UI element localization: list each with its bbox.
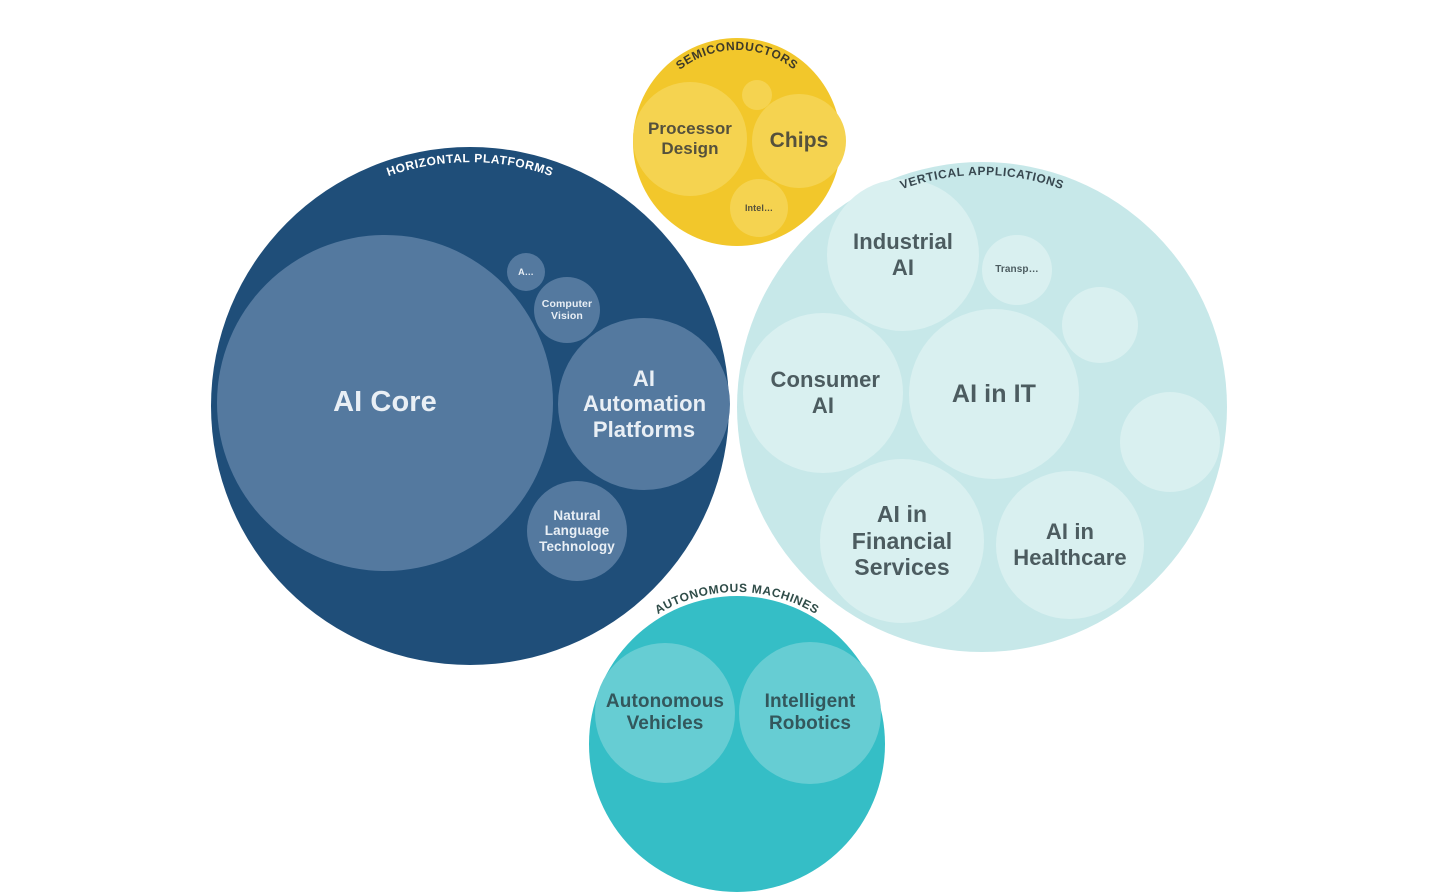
bubble-autonomous-vehicles[interactable]: Autonomous Vehicles: [595, 643, 735, 783]
bubble-label: AI in Healthcare: [1013, 519, 1127, 570]
bubble-computer-vision[interactable]: Computer Vision: [534, 277, 600, 343]
bubble-ai-in-healthcare[interactable]: AI in Healthcare: [996, 471, 1144, 619]
bubble-label: Industrial AI: [852, 229, 953, 280]
bubble-processor-design[interactable]: Processor Design: [633, 82, 747, 196]
bubble-intelligent-robotics[interactable]: Intelligent Robotics: [739, 642, 881, 784]
bubble-a-truncated[interactable]: A…: [507, 253, 545, 291]
bubble-consumer-ai[interactable]: Consumer AI: [743, 313, 903, 473]
bubble-ai-core[interactable]: AI Core: [217, 235, 553, 571]
bubble-natural-language-technology[interactable]: Natural Language Technology: [527, 481, 627, 581]
bubble-chips[interactable]: Chips: [752, 94, 846, 188]
bubble-ai-in-financial-services[interactable]: AI in Financial Services: [820, 459, 984, 623]
bubble-transp-truncated[interactable]: Transp…: [982, 235, 1052, 305]
bubble-industrial-ai[interactable]: Industrial AI: [827, 179, 979, 331]
bubble-label: Computer Vision: [541, 297, 593, 322]
bubble-label: Autonomous Vehicles: [605, 690, 725, 734]
bubble-label: AI Automation Platforms: [583, 365, 707, 442]
bubble-label: Intelligent Robotics: [764, 690, 856, 734]
bubble-label: Transp…: [995, 264, 1039, 276]
bubble-chart: Processor Design Chips Intel… AI Core AI…: [211, 38, 1227, 892]
bubble-intel[interactable]: Intel…: [730, 179, 788, 237]
bubble-ai-automation-platforms[interactable]: AI Automation Platforms: [558, 318, 730, 490]
bubble-label: Chips: [769, 128, 829, 152]
bubble-ai-in-it[interactable]: AI in IT: [909, 309, 1079, 479]
bubble-label: Intel…: [744, 202, 774, 213]
bubble-label: Natural Language Technology: [539, 507, 615, 554]
bubble-label: AI in Financial Services: [851, 500, 953, 581]
bubble-unlabeled[interactable]: [1120, 392, 1220, 492]
bubble-label: A…: [518, 266, 534, 277]
bubble-label: Processor Design: [647, 119, 733, 158]
bubble-label: Consumer AI: [770, 367, 881, 418]
bubble-label: AI Core: [333, 386, 437, 419]
bubble-label: AI in IT: [951, 379, 1037, 408]
bubble-unlabeled[interactable]: [742, 80, 772, 110]
bubble-unlabeled[interactable]: [1062, 287, 1138, 363]
